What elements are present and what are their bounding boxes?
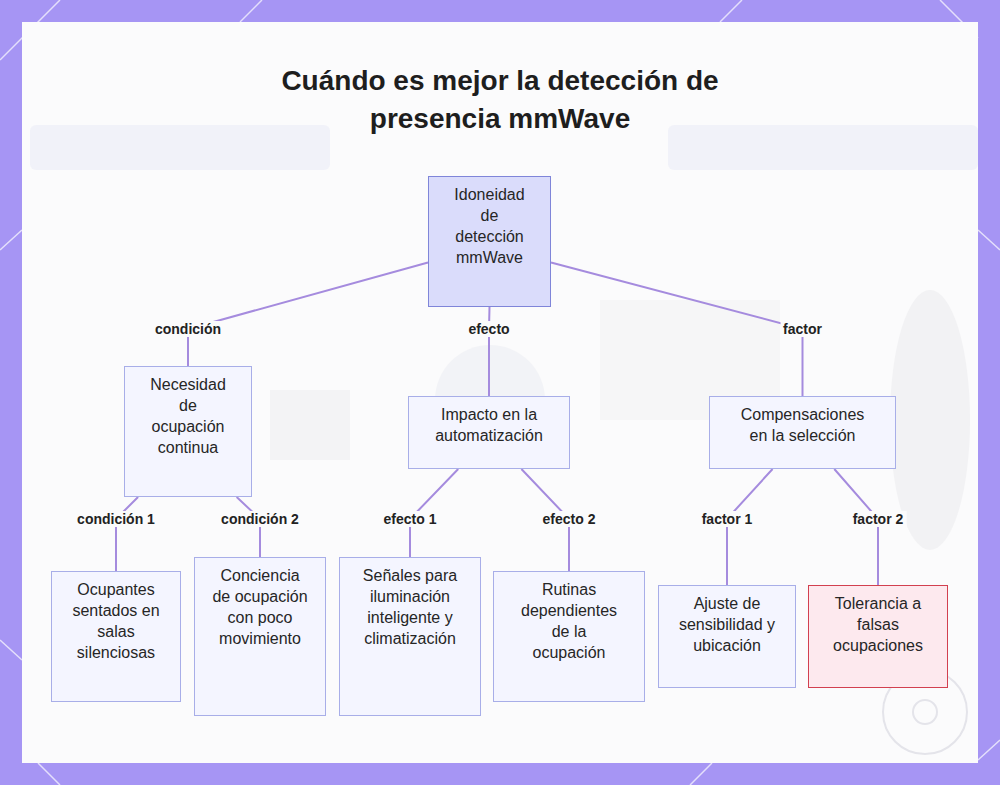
node-text: Tolerancia a falsas ocupaciones (826, 586, 930, 656)
node-text: Conciencia de ocupación con poco movimie… (212, 558, 308, 649)
leaf-box: Ajuste de sensibilidad y ubicación (658, 585, 796, 688)
leaf-box: Conciencia de ocupación con poco movimie… (194, 557, 326, 716)
node-text: Ocupantes sentados en salas silenciosas (68, 572, 164, 663)
connector-line (727, 469, 773, 585)
connector-line (188, 262, 428, 366)
node-text: Señales para iluminación inteligente y c… (354, 558, 466, 649)
category-box: Necesidad de ocupación continua (124, 366, 252, 497)
node-text: Rutinas dependientes de la ocupación (521, 572, 617, 663)
node-text: Necesidad de ocupación continua (142, 367, 234, 458)
edge-label: factor 1 (699, 511, 756, 527)
leaf-box: Rutinas dependientes de la ocupación (493, 571, 645, 702)
category-box: Impacto en la automatización (408, 396, 570, 469)
edge-label: efecto (465, 321, 512, 337)
tree-connector (188, 262, 428, 366)
edge-label: factor 2 (850, 511, 907, 527)
highlight-box: Tolerancia a falsas ocupaciones (808, 585, 948, 688)
connector-line (551, 262, 803, 396)
diagram-title: Cuándo es mejor la detección de presenci… (230, 62, 770, 138)
edge-label: condición 2 (218, 511, 302, 527)
edge-label: condición (152, 321, 224, 337)
node-text: Idoneidad de detección mmWave (449, 177, 531, 268)
tree-connector (116, 497, 138, 571)
leaf-box: Señales para iluminación inteligente y c… (339, 557, 481, 716)
node-text: Compensaciones en la selección (735, 397, 870, 446)
connector-line (116, 497, 138, 571)
edge-label: efecto 2 (540, 511, 599, 527)
tree-connector (551, 262, 803, 396)
node-text: Impacto en la automatización (422, 397, 557, 446)
edge-label: efecto 1 (381, 511, 440, 527)
tree-connector (237, 497, 260, 557)
connector-line (834, 469, 878, 585)
edge-label: condición 1 (74, 511, 158, 527)
tree-connector (727, 469, 773, 585)
root-box: Idoneidad de detección mmWave (428, 176, 551, 307)
connector-line (237, 497, 260, 557)
node-text: Ajuste de sensibilidad y ubicación (675, 586, 779, 656)
category-box: Compensaciones en la selección (709, 396, 896, 469)
blurred-photo (30, 125, 978, 550)
edge-label: factor (780, 321, 825, 337)
leaf-box: Ocupantes sentados en salas silenciosas (51, 571, 181, 702)
tree-connector (834, 469, 878, 585)
